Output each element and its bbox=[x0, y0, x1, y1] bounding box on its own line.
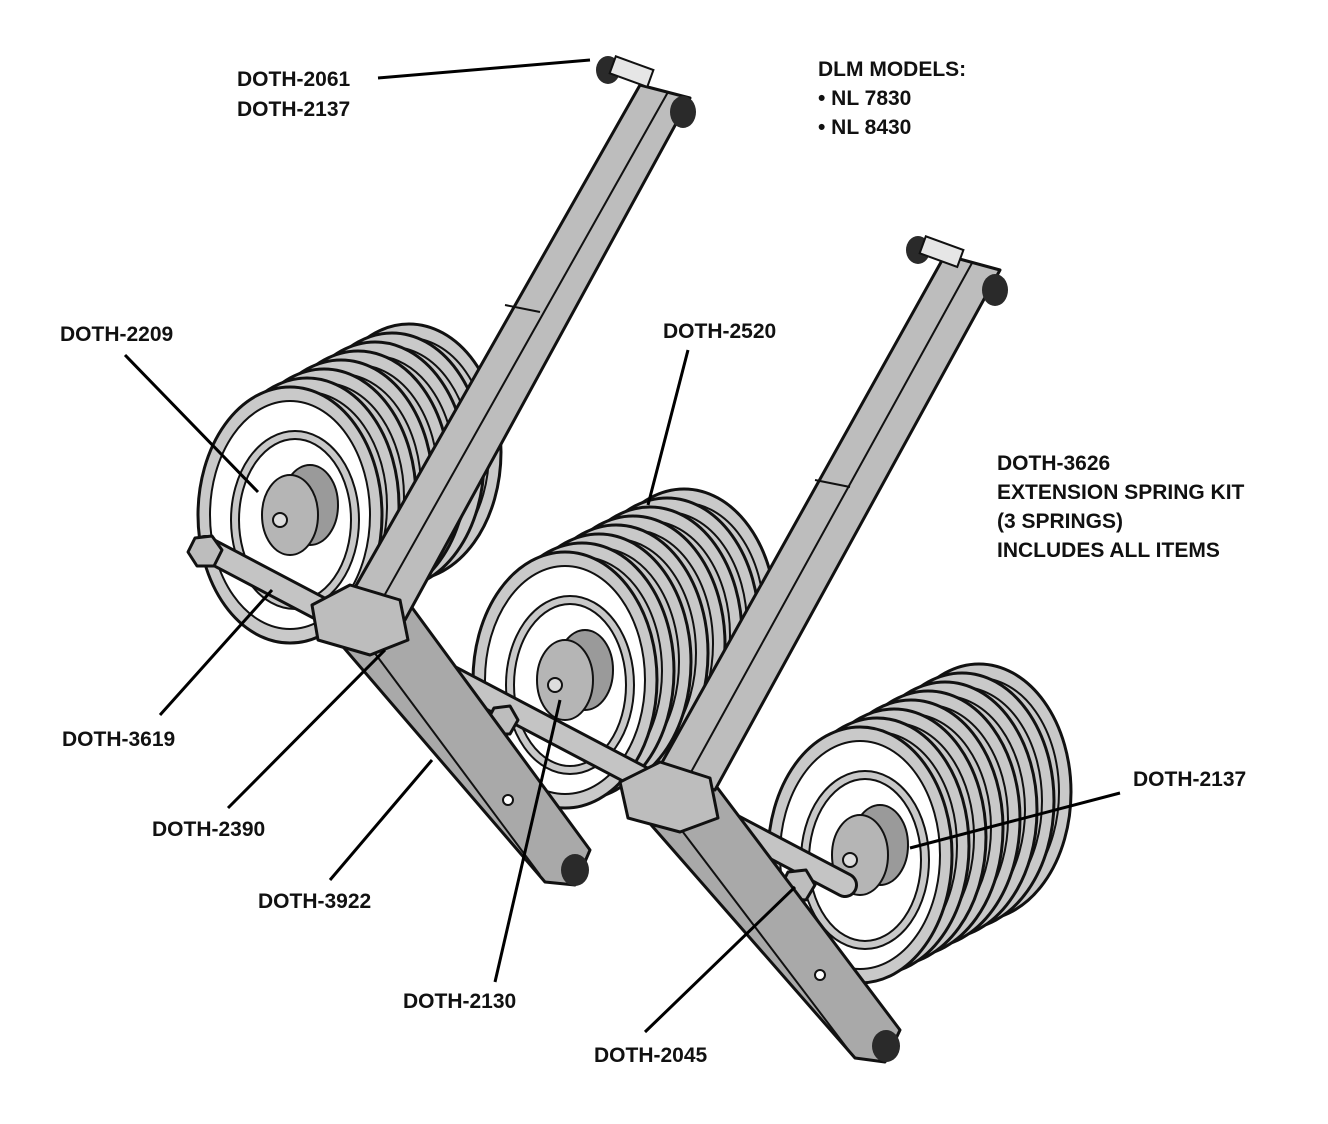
callout-doth-2520: DOTH-2520 bbox=[663, 320, 776, 343]
callout-doth-2137: DOTH-2137 bbox=[1133, 768, 1246, 791]
pivot-block bbox=[310, 583, 410, 657]
bushing bbox=[872, 1030, 900, 1062]
pivot-block bbox=[618, 760, 720, 834]
callout-doth-2390: DOTH-2390 bbox=[152, 818, 265, 841]
models-heading: DLM MODELS: bbox=[818, 58, 966, 81]
kit-line: INCLUDES ALL ITEMS bbox=[997, 539, 1220, 562]
callout-doth-2130: DOTH-2130 bbox=[403, 990, 516, 1013]
kit-part-number: DOTH-3626 bbox=[997, 452, 1110, 475]
kit-line: (3 SPRINGS) bbox=[997, 510, 1123, 533]
callout-doth-2045: DOTH-2045 bbox=[594, 1044, 708, 1067]
kit-line: EXTENSION SPRING KIT bbox=[997, 481, 1245, 504]
top-bushing bbox=[982, 274, 1008, 306]
callout-doth-3922: DOTH-3922 bbox=[258, 890, 371, 913]
top-bushing bbox=[670, 96, 696, 128]
callout-doth-2137-top: DOTH-2137 bbox=[237, 98, 350, 121]
spring-hub bbox=[536, 629, 614, 721]
model-item: • NL 8430 bbox=[818, 116, 911, 139]
callout-doth-2209: DOTH-2209 bbox=[60, 323, 173, 346]
springs bbox=[196, 322, 1073, 985]
callout-doth-3619: DOTH-3619 bbox=[62, 728, 175, 751]
spring-hub bbox=[261, 464, 339, 556]
spring-arm-left bbox=[310, 55, 696, 887]
bushing bbox=[561, 854, 589, 886]
extension-spring bbox=[766, 662, 1073, 985]
leader-lines bbox=[123, 58, 1121, 1034]
axle-end-nut bbox=[186, 534, 224, 568]
model-item: • NL 7830 bbox=[818, 87, 911, 110]
callout-doth-2061: DOTH-2061 bbox=[237, 68, 351, 91]
